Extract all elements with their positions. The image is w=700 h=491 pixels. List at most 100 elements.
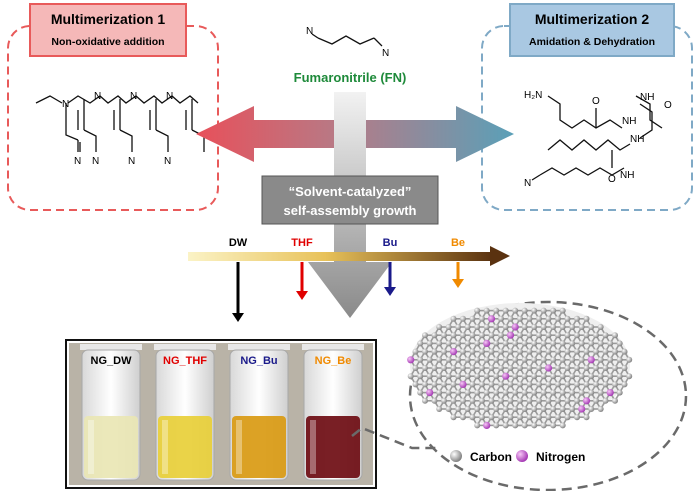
- carbon-atom: [498, 397, 504, 404]
- carbon-atom: [469, 381, 476, 388]
- fn-label: Fumaronitrile (FN): [294, 70, 407, 85]
- mol-n-label: N: [94, 91, 101, 102]
- carbon-atom: [455, 340, 462, 347]
- carbon-atom: [464, 324, 471, 330]
- carbon-atom: [502, 356, 509, 363]
- carbon-atom: [574, 365, 580, 371]
- carbon-atom: [460, 365, 466, 371]
- carbon-atom: [469, 332, 476, 339]
- carbon-atom: [412, 348, 419, 355]
- carbon-atom: [460, 397, 466, 404]
- carbon-atom: [479, 332, 485, 339]
- nitrogen-atom: [483, 339, 491, 347]
- carbon-atom: [441, 381, 447, 388]
- carbon-atom: [521, 389, 528, 396]
- carbon-atom: [441, 397, 447, 404]
- carbon-atom: [574, 414, 580, 421]
- carbon-atom: [469, 315, 476, 322]
- mol-nh-label: NH: [640, 92, 654, 103]
- carbon-atom: [540, 356, 547, 363]
- carbon-atom: [612, 365, 618, 371]
- carbon-atom: [555, 381, 561, 388]
- carbon-atom: [464, 340, 471, 347]
- mol-nh-label: NH: [630, 134, 644, 145]
- carbon-atom: [469, 414, 476, 421]
- carbon-atom: [578, 373, 585, 380]
- carbon-atom: [493, 406, 500, 412]
- carbon-atom: [583, 414, 590, 421]
- carbon-atom: [545, 381, 552, 388]
- carbon-atom: [502, 406, 509, 412]
- carbon-atom: [621, 365, 628, 371]
- carbon-atom: [422, 365, 428, 371]
- carbon-atom: [450, 414, 457, 421]
- carbon-atom: [531, 422, 538, 429]
- carbon-atom: [612, 397, 618, 404]
- right-subtitle: Amidation & Dehydration: [529, 36, 655, 48]
- fn-n-left: N: [306, 26, 313, 37]
- carbon-atom: [483, 373, 490, 380]
- carbon-atom: [540, 373, 547, 380]
- carbon-atom: [445, 340, 452, 347]
- carbon-atom: [455, 373, 462, 380]
- carbon-atom: [445, 389, 452, 396]
- carbon-atom: [540, 324, 547, 330]
- carbon-atom: [483, 389, 490, 396]
- carbon-atom: [559, 389, 566, 396]
- carbon-atom: [531, 307, 538, 314]
- carbon-atom: [431, 365, 438, 371]
- carbon-atom: [555, 315, 561, 322]
- carbon-atom: [436, 373, 443, 380]
- carbon-atom: [493, 422, 500, 429]
- carbon-atom: [517, 365, 523, 371]
- carbon-atom: [555, 332, 561, 339]
- carbon-atom: [445, 356, 452, 363]
- carbon-atom: [512, 307, 519, 314]
- carbon-atom: [578, 356, 585, 363]
- carbon-atom: [474, 422, 481, 429]
- carbon-atom: [441, 365, 447, 371]
- carbon-atom: [540, 406, 547, 412]
- nitrogen-atom: [506, 331, 515, 339]
- mol-n-label: N: [130, 91, 137, 102]
- carbon-atom: [521, 324, 528, 330]
- carbon-atom: [502, 340, 509, 347]
- graphene-lattice: [407, 307, 633, 429]
- carbon-atom: [545, 397, 552, 404]
- mol-n-label: N: [74, 156, 81, 167]
- solvent-arrow-head: [490, 246, 510, 266]
- carbon-atom: [507, 414, 514, 421]
- carbon-atom: [626, 373, 633, 380]
- carbon-atom: [583, 365, 590, 371]
- carbon-atom: [574, 381, 580, 388]
- nitrogen-atom: [578, 405, 586, 413]
- carbon-atom: [578, 340, 585, 347]
- solvent-arrow-head: [232, 313, 244, 322]
- solvent-label: THF: [291, 237, 313, 249]
- carbon-atom: [431, 381, 438, 388]
- carbon-atom: [550, 406, 557, 412]
- carbon-atom: [602, 348, 609, 355]
- carbon-atom: [536, 381, 542, 388]
- carbon-atom: [540, 389, 547, 396]
- carbon-atom: [564, 397, 571, 404]
- mol-n-label: N: [524, 178, 531, 189]
- center-box-line1: “Solvent-catalyzed”: [289, 184, 412, 199]
- carbon-atom: [431, 332, 438, 339]
- solvent-arrow-head: [452, 279, 464, 288]
- carbon-atom: [493, 340, 500, 347]
- carbon-atom: [464, 373, 471, 380]
- carbon-atom: [559, 324, 566, 330]
- carbon-atom: [426, 373, 433, 380]
- carbon-atom: [426, 356, 433, 363]
- carbon-atom: [559, 307, 566, 314]
- carbon-atom: [588, 340, 595, 347]
- carbon-atom: [441, 348, 447, 355]
- vial-liquid: [232, 416, 286, 478]
- mol-n-label: N: [62, 99, 69, 110]
- carbon-atom: [536, 348, 542, 355]
- carbon-atom: [559, 373, 566, 380]
- carbon-atom: [612, 381, 618, 388]
- nitrogen-atom: [487, 315, 496, 323]
- carbon-atom: [464, 356, 471, 363]
